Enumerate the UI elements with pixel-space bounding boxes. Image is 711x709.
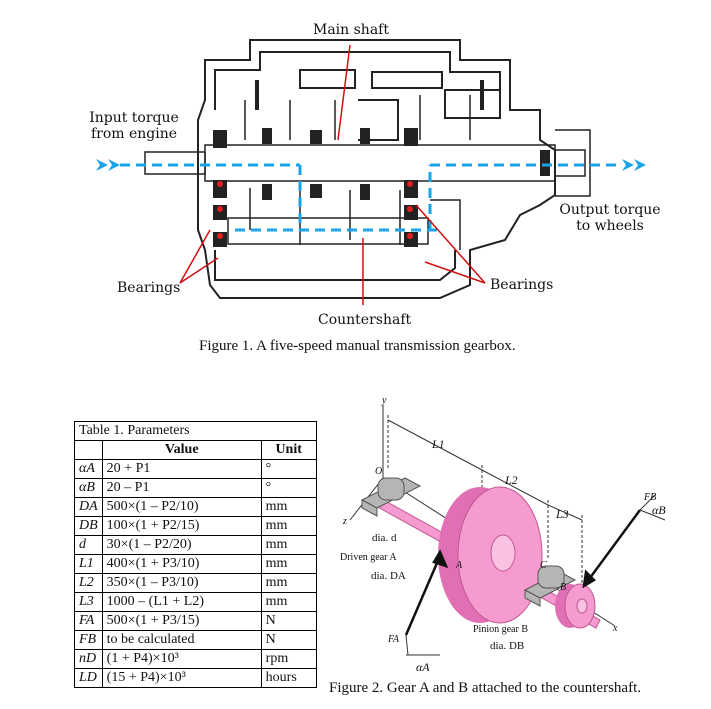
output-torque-line1: Output torque [559,202,661,218]
param-value: 400×(1 + P3/10) [101,554,262,574]
figure-1-caption: Figure 1. A five-speed manual transmissi… [199,338,516,354]
input-torque-label: Input torque from engine [88,110,180,142]
bearings-left-label: Bearings [117,280,181,296]
dia-d-label: dia. d [372,532,397,544]
param-value: 500×(1 – P2/10) [101,497,262,517]
param-unit: hours [260,668,317,688]
param-value: 20 – P1 [101,478,262,498]
dia-db-label: dia. DB [490,640,525,652]
driven-gear-label: Driven gear A [340,552,397,563]
param-unit: mm [260,516,317,536]
alpha-a-label: αA [416,660,430,674]
bearings-right-label: Bearings [490,277,554,293]
z-axis-label: z [343,516,347,527]
point-c-label: C [540,560,547,571]
param-unit: mm [260,592,317,612]
l3-label: L3 [556,507,569,521]
y-axis-label: y [382,395,387,406]
l2-label: L2 [505,473,518,487]
alpha-b-label: αB [652,503,666,517]
param-unit: mm [260,497,317,517]
l1-label: L1 [432,437,445,451]
countershaft-label: Countershaft [318,312,412,328]
table-title: Table 1. Parameters [74,421,317,440]
x-axis-label: x [613,623,618,634]
param-unit: mm [260,535,317,555]
fa-label: FA [388,634,399,645]
input-torque-line1: Input torque [89,110,179,126]
param-unit: mm [260,554,317,574]
gear-a-label: A [456,560,463,571]
gear-b-label: B [560,582,567,593]
param-symbol: LD [74,668,103,688]
pinion-gear-label: Pinion gear B [473,624,528,635]
output-torque-line2: to wheels [576,218,644,234]
param-value: 1000 – (L1 + L2) [101,592,262,612]
param-symbol: DB [74,516,103,536]
param-value: 500×(1 + P3/15) [101,611,262,631]
fb-label: FB [644,492,657,503]
origin-label: O [375,466,383,477]
dia-da-label: dia. DA [371,570,406,582]
input-torque-line2: from engine [90,126,178,142]
output-torque-label: Output torque to wheels [558,202,662,234]
table-header-row: Value Unit [74,440,317,460]
figure-2-caption: Figure 2. Gear A and B attached to the c… [329,680,641,696]
main-shaft-label: Main shaft [313,22,389,38]
param-unit: rpm [260,649,317,669]
